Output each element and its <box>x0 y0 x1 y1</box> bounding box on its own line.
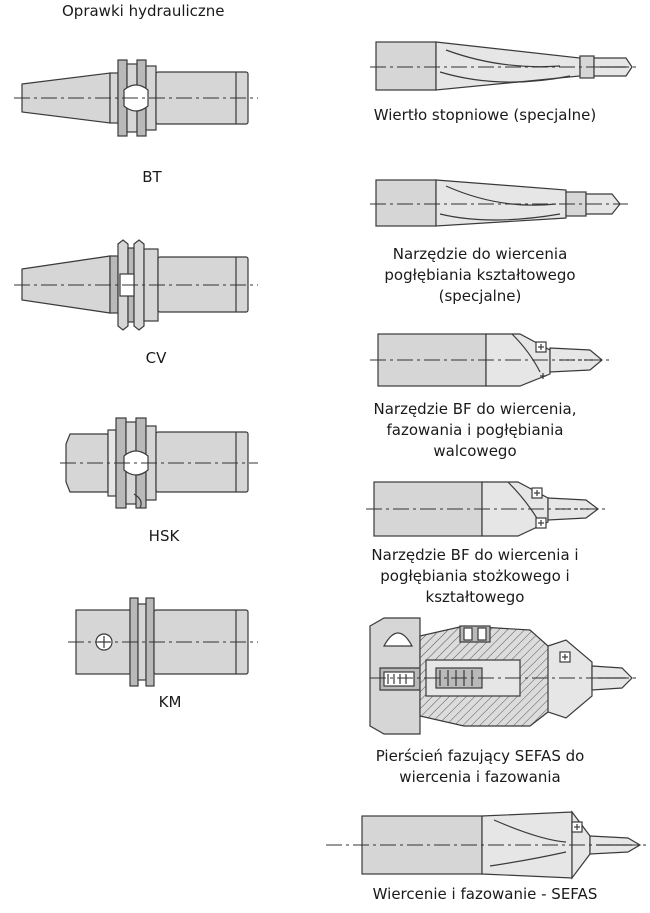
sefas-ring-drawing <box>369 617 640 735</box>
holder-label-bt: BT <box>142 168 162 186</box>
bf-conical-drawing <box>366 481 608 537</box>
step-drill-drawing <box>370 41 640 91</box>
tool-label-profile-counterbore-line-3: (specjalne) <box>438 287 522 305</box>
tool-label-profile-counterbore-line-1: Narzędzie do wiercenia <box>392 245 568 263</box>
tool-label-bf-conical-line-1: Narzędzie BF do wiercenia i <box>371 546 579 564</box>
page-title: Oprawki hydrauliczne <box>62 2 225 20</box>
tool-label-bf-cylindrical-line-1: Narzędzie BF do wiercenia, <box>373 400 577 418</box>
tool-label-step-drill: Wiertło stopniowe (specjalne) <box>340 105 630 126</box>
tool-label-profile-counterbore-line-2: pogłębiania kształtowego <box>384 266 576 284</box>
profile-counterbore-drawing <box>370 179 628 227</box>
bt-holder-drawing <box>14 59 258 137</box>
tool-label-bf-cylindrical: Narzędzie BF do wiercenia, fazowania i p… <box>320 399 630 462</box>
tool-label-bf-cylindrical-line-3: walcowego <box>433 442 517 460</box>
tool-label-sefas: Wiercenie i fazowanie - SEFAS <box>330 884 640 905</box>
tool-label-bf-cylindrical-line-2: fazowania i pogłębiania <box>386 421 564 439</box>
cv-holder-drawing <box>14 239 258 331</box>
tool-label-sefas-line-1: Wiercenie i fazowanie - SEFAS <box>372 885 598 903</box>
bf-cylindrical-drawing <box>370 333 612 387</box>
km-holder-drawing <box>68 597 258 687</box>
tool-label-bf-conical: Narzędzie BF do wiercenia i pogłębiania … <box>320 545 630 608</box>
tool-label-sefas-ring: Pierścień fazujący SEFAS do wiercenia i … <box>330 746 630 788</box>
tool-label-sefas-ring-line-2: wiercenia i fazowania <box>399 768 561 786</box>
holder-label-cv: CV <box>145 349 167 367</box>
tool-label-bf-conical-line-2: pogłębiania stożkowego i <box>380 567 570 585</box>
holder-label-hsk: HSK <box>148 527 180 545</box>
hsk-holder-drawing <box>60 417 258 509</box>
tool-label-bf-conical-line-3: kształtowego <box>425 588 525 606</box>
holder-label-km: KM <box>158 693 182 711</box>
tool-label-step-drill-line-1: Wiertło stopniowe (specjalne) <box>373 106 597 124</box>
tool-label-sefas-ring-line-1: Pierścień fazujący SEFAS do <box>375 747 585 765</box>
tool-label-profile-counterbore: Narzędzie do wiercenia pogłębiania kszta… <box>330 244 630 307</box>
sefas-drawing <box>326 810 646 880</box>
